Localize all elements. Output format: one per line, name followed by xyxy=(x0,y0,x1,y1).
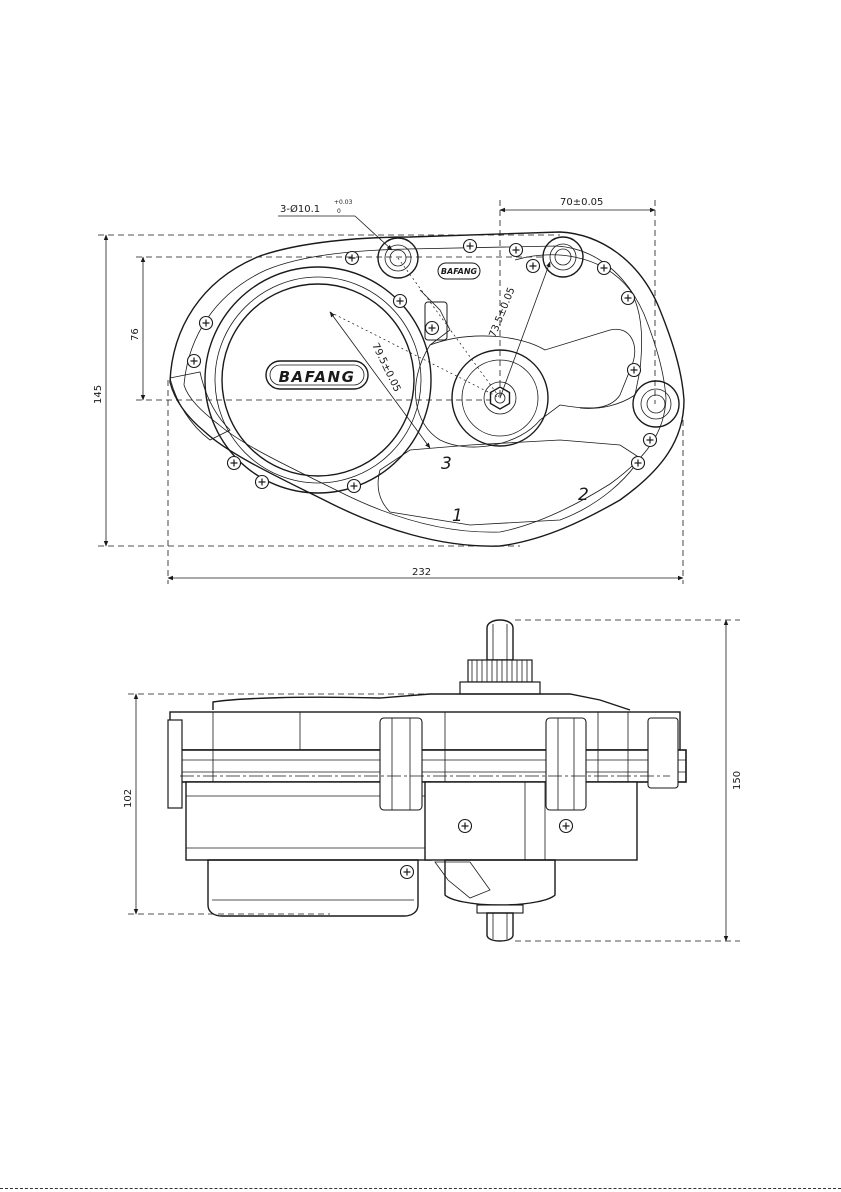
boss-column-mid xyxy=(546,718,586,810)
flange-plate xyxy=(178,750,686,782)
radius-a-label: 79.5±0.05 xyxy=(369,341,402,393)
screw-icon xyxy=(200,317,213,330)
lower-cover-plate xyxy=(378,440,640,525)
right-cover-contour xyxy=(515,255,642,409)
side-view: 102 150 xyxy=(123,620,743,941)
callout-2: 2 xyxy=(578,485,589,505)
hole-tol-lower: 0 xyxy=(337,208,341,215)
screw-icon xyxy=(632,457,645,470)
front-view: BAFANG BAFANG xyxy=(93,197,684,584)
screw-icon xyxy=(346,252,359,265)
screw-icon xyxy=(560,820,573,833)
page-edge-rule xyxy=(0,1188,841,1189)
boss-column-left xyxy=(380,718,422,810)
left-fender xyxy=(170,372,230,440)
dim-76-label: 76 xyxy=(130,328,141,341)
radius-b-label: 73.5±0.05 xyxy=(488,286,518,339)
housing-inner-outline xyxy=(184,246,666,532)
dim-70-label: 70±0.05 xyxy=(560,197,603,208)
housing-outline xyxy=(170,232,684,546)
upper-shell xyxy=(170,712,680,750)
screw-icon xyxy=(622,292,635,305)
dim-232-label: 232 xyxy=(412,567,431,578)
top-cover-profile xyxy=(213,694,630,710)
gear-housing xyxy=(425,782,637,860)
spindle-bottom xyxy=(487,913,513,941)
bearing-collar xyxy=(460,682,540,694)
hole-leader-diag xyxy=(355,216,392,250)
callout-3: 3 xyxy=(441,454,452,474)
screw-icon xyxy=(464,240,477,253)
callout-1: 1 xyxy=(452,506,463,526)
screw-icon xyxy=(510,244,523,257)
bracket-lower xyxy=(435,862,490,898)
radius-leader-b xyxy=(500,262,550,398)
logo-text-small: BAFANG xyxy=(441,267,478,276)
screw-icon xyxy=(598,262,611,275)
screw-icon xyxy=(228,457,241,470)
logo-text-main: BAFANG xyxy=(279,368,356,386)
motor-can xyxy=(208,860,418,916)
screw-icon xyxy=(426,322,439,335)
spline-top xyxy=(468,660,532,682)
hole-tol-upper: +0.03 xyxy=(334,199,353,206)
screw-icon xyxy=(459,820,472,833)
gearbox-cover xyxy=(416,329,635,447)
screw-icon xyxy=(644,434,657,447)
dim-102-label: 102 xyxy=(123,789,134,808)
dim-145-label: 145 xyxy=(93,385,104,404)
screw-icon xyxy=(394,295,407,308)
mount-boss-lower xyxy=(633,381,679,427)
screw-icon xyxy=(188,355,201,368)
screw-icon xyxy=(628,364,641,377)
screw-icon xyxy=(527,260,540,273)
screw-icon xyxy=(348,480,361,493)
screw-icon xyxy=(256,476,269,489)
spline-bottom xyxy=(477,905,523,913)
left-end-block xyxy=(168,720,182,808)
spindle-top xyxy=(487,620,513,660)
screw-icon xyxy=(401,866,414,879)
mount-boss-right xyxy=(543,237,583,277)
dim-150-label: 150 xyxy=(732,771,743,790)
boss-column-right xyxy=(648,718,678,788)
hole-spec: 3-Ø10.1 xyxy=(280,203,320,215)
lower-gear-housing xyxy=(445,860,555,905)
